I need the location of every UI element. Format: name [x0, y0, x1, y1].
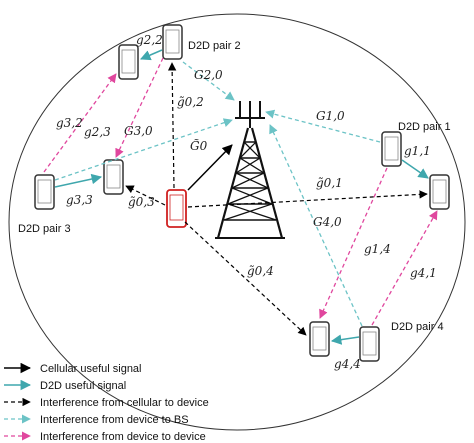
legend-cell-to-device-label: Interference from cellular to device	[40, 397, 209, 409]
g33-label: g3,3	[66, 193, 93, 207]
d2d-pair2-label: D2D pair 2	[188, 40, 241, 52]
cell-boundary	[8, 13, 466, 431]
G30-label: G3,0	[124, 124, 153, 138]
pair2-to-pair3-interference-arrow	[115, 57, 164, 158]
cell-to-pair2-interference-arrow	[167, 62, 177, 189]
pair3-to-pair2-interference-arrow	[43, 73, 117, 173]
legend: Cellular useful signal D2D useful signal…	[4, 362, 209, 443]
d2d-pair3-signal-arrow	[54, 173, 103, 188]
g41-label: g4,1	[410, 266, 437, 280]
legend-device-to-device-label: Interference from device to device	[40, 431, 206, 443]
G20-label: G2,0	[194, 68, 223, 82]
d2d-pair1-receiver-phone-icon	[429, 174, 450, 210]
g04-label: g̃0,4	[247, 264, 274, 278]
g14-label: g1,4	[364, 242, 391, 256]
d2d-pair4-receiver-phone-icon	[309, 321, 330, 357]
d2d-pair1-signal-arrow	[401, 159, 429, 179]
g03-label: g̃0,3	[128, 195, 155, 209]
g32-label: g3,2	[56, 116, 83, 130]
G40-label: G4,0	[313, 215, 342, 229]
d2d-pair4-signal-arrow	[330, 334, 360, 345]
d2d-pair3-transmitter-phone-icon	[34, 174, 55, 210]
d2d-pair3-label: D2D pair 3	[18, 223, 71, 235]
pair4-to-pair1-interference-arrow	[371, 210, 438, 326]
G10-label: G1,0	[316, 109, 345, 123]
cellular-useful-signal-arrow	[187, 144, 233, 191]
pair3-to-bs-interference-arrow	[54, 118, 233, 181]
d2d-pair2-receiver-phone-icon	[118, 44, 139, 80]
cell-to-pair3-interference-arrow	[125, 185, 166, 206]
g02-label: g̃0,2	[177, 95, 204, 109]
pair1-to-pair4-interference-arrow	[319, 167, 388, 319]
G0-label: G̃0	[190, 138, 208, 153]
g01-label: g̃0,1	[316, 176, 343, 190]
legend-d2d-signal-label: D2D useful signal	[40, 380, 126, 392]
g44-label: g4,4	[334, 357, 361, 371]
d2d-pair1-label: D2D pair 1	[398, 121, 451, 133]
pair1-to-bs-interference-arrow	[265, 109, 381, 143]
legend-device-to-bs-label: Interference from device to BS	[40, 414, 189, 426]
g23-label: g2,3	[84, 125, 111, 139]
base-station-tower-icon	[215, 101, 285, 239]
d2d-pair1-transmitter-phone-icon	[381, 131, 402, 167]
d2d-pair3-receiver-phone-icon	[103, 159, 124, 195]
cellular-user-phone-icon	[166, 189, 187, 228]
d2d-pair4-label: D2D pair 4	[391, 321, 444, 333]
legend-cellular-signal-label: Cellular useful signal	[40, 363, 142, 375]
cell-to-pair1-interference-arrow	[187, 190, 428, 208]
pair2-to-bs-interference-arrow	[182, 61, 235, 101]
g11-label: g1,1	[404, 144, 431, 158]
g22-label: g2,2	[136, 33, 163, 47]
d2d-pair4-transmitter-phone-icon	[359, 326, 380, 362]
d2d-pair2-transmitter-phone-icon	[162, 24, 183, 60]
d2d-pair2-signal-arrow	[140, 49, 163, 61]
pair4-to-bs-interference-arrow	[269, 124, 363, 327]
